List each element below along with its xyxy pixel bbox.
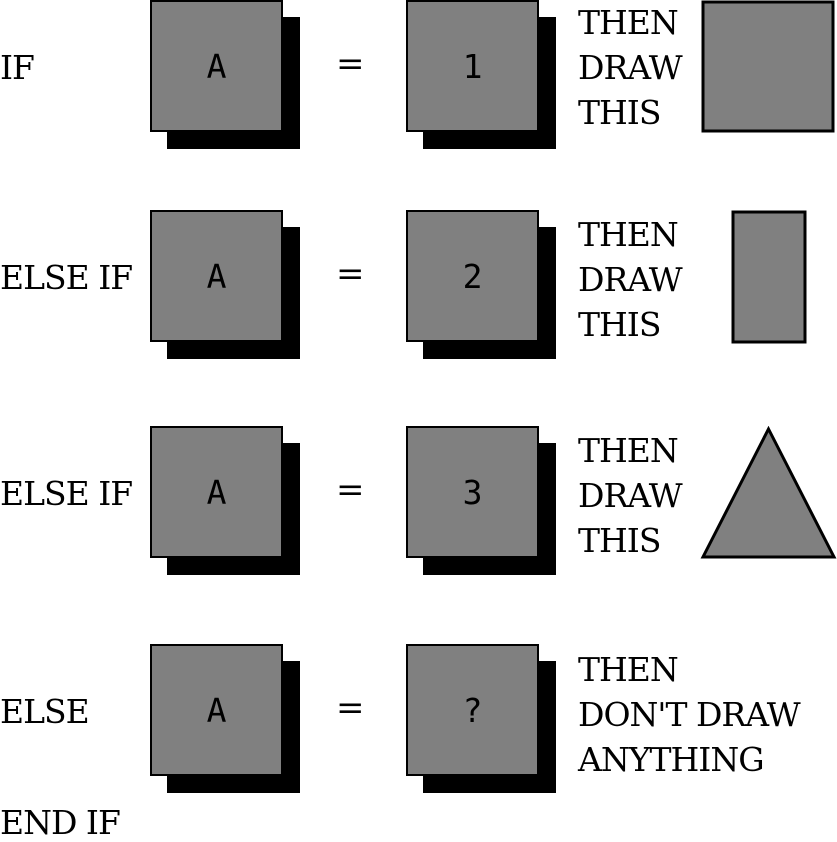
value-card: ?	[406, 644, 556, 793]
branch-row-else-if-2: ELSE IF A = 2 THEN DRAW THIS	[0, 210, 837, 390]
then-line: ANYTHING	[578, 740, 765, 779]
equals-sign: =	[336, 688, 365, 728]
square-shape	[701, 0, 835, 133]
then-line: THIS	[578, 305, 661, 344]
end-if-label: END IF	[0, 803, 121, 842]
variable-card-face: A	[150, 426, 283, 558]
then-text: THEN DRAW THIS	[578, 212, 683, 347]
equals-sign: =	[336, 44, 365, 84]
then-line: THIS	[578, 521, 661, 560]
then-text: THEN DRAW THIS	[578, 428, 683, 563]
branch-row-if: IF A = 1 THEN DRAW THIS	[0, 0, 837, 180]
keyword-label: ELSE	[0, 692, 90, 731]
then-line: THEN	[578, 215, 679, 254]
then-line: DRAW	[578, 48, 683, 87]
variable-card: A	[150, 644, 300, 793]
keyword-label: ELSE IF	[0, 258, 133, 297]
variable-card: A	[150, 210, 300, 359]
branch-row-else: ELSE A = ? THEN DON'T DRAW ANYTHING	[0, 644, 837, 824]
then-line: THEN	[578, 3, 679, 42]
value-card: 3	[406, 426, 556, 575]
then-line: THEN	[578, 431, 679, 470]
branch-row-else-if-3: ELSE IF A = 3 THEN DRAW THIS	[0, 426, 837, 606]
value-card-face: 2	[406, 210, 539, 342]
then-line: THEN	[578, 650, 679, 689]
value-card: 1	[406, 0, 556, 149]
value-card: 2	[406, 210, 556, 359]
keyword-label: IF	[0, 48, 35, 87]
keyword-label: ELSE IF	[0, 474, 133, 513]
variable-card-face: A	[150, 644, 283, 776]
then-text: THEN DRAW THIS	[578, 0, 683, 135]
equals-sign: =	[336, 254, 365, 294]
then-text: THEN DON'T DRAW ANYTHING	[578, 647, 801, 782]
value-card-face: ?	[406, 644, 539, 776]
tall-rectangle-shape	[731, 210, 807, 344]
then-line: THIS	[578, 93, 661, 132]
value-card-face: 3	[406, 426, 539, 558]
variable-card-face: A	[150, 210, 283, 342]
variable-card: A	[150, 426, 300, 575]
then-line: DON'T DRAW	[578, 695, 801, 734]
triangle-shape	[700, 426, 837, 559]
then-line: DRAW	[578, 476, 683, 515]
value-card-face: 1	[406, 0, 539, 132]
then-line: DRAW	[578, 260, 683, 299]
variable-card-face: A	[150, 0, 283, 132]
variable-card: A	[150, 0, 300, 149]
equals-sign: =	[336, 470, 365, 510]
